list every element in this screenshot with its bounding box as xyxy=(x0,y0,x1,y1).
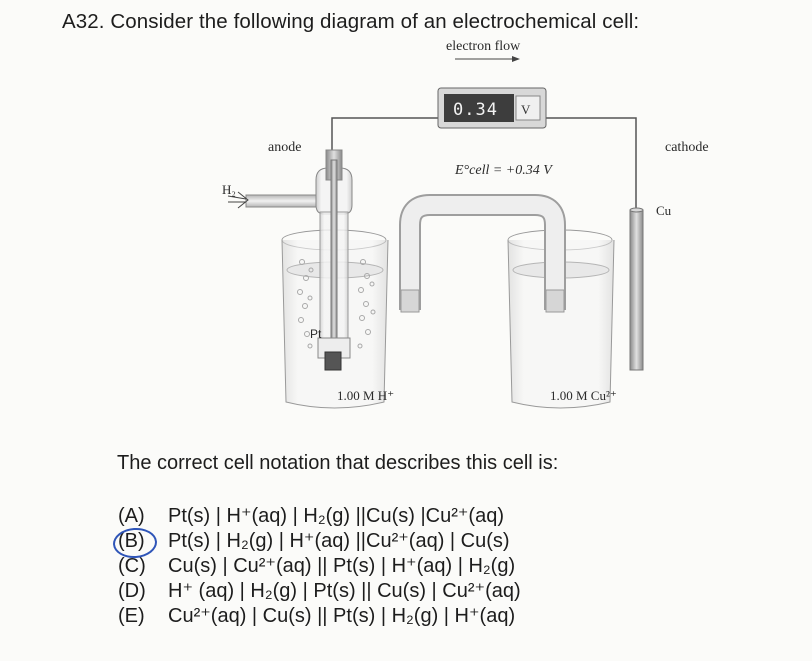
choice-c[interactable]: (C) Cu(s) | Cu²⁺(aq) || Pt(s) | H⁺(aq) | … xyxy=(118,553,515,579)
hydrogen-bubbles xyxy=(297,259,376,349)
h2-inlet-arrow xyxy=(227,191,249,209)
voltmeter xyxy=(437,87,547,129)
right-solution-label: 1.00 M Cu²⁺ xyxy=(550,388,617,403)
wire-right xyxy=(543,117,637,210)
choice-e[interactable]: (E) Cu²⁺(aq) | Cu(s) || Pt(s) | H₂(g) | H… xyxy=(118,603,515,629)
voltmeter-unit: V xyxy=(521,102,531,117)
choice-letter: (C) xyxy=(118,555,146,577)
cathode-label: cathode xyxy=(665,140,709,155)
pt-label: Pt xyxy=(310,327,322,341)
choice-letter: (D) xyxy=(118,580,146,602)
choice-d[interactable]: (D) H⁺ (aq) | H₂(g) | Pt(s) || Cu(s) | Cu… xyxy=(118,578,521,604)
wire-left xyxy=(331,117,440,160)
choice-text: Pt(s) | H⁺(aq) | H₂(g) ||Cu(s) |Cu²⁺(aq) xyxy=(168,505,504,527)
cu-label: Cu xyxy=(656,203,672,218)
choice-text: Cu²⁺(aq) | Cu(s) || Pt(s) | H₂(g) | H⁺(a… xyxy=(168,605,516,627)
anode-label: anode xyxy=(268,140,302,155)
electron-flow-label: electron flow xyxy=(446,39,521,54)
question-title: A32. Consider the following diagram of a… xyxy=(62,10,640,33)
choice-text: H⁺ (aq) | H₂(g) | Pt(s) || Cu(s) | Cu²⁺(… xyxy=(168,580,521,602)
choice-text: Cu(s) | Cu²⁺(aq) || Pt(s) | H⁺(aq) | H₂(… xyxy=(168,555,516,577)
ecell-label: E°cell = +0.34 V xyxy=(455,163,552,178)
choice-letter: (E) xyxy=(118,605,145,627)
salt-bridge xyxy=(399,194,566,313)
h2-label: H₂ xyxy=(222,182,236,197)
prompt-text: The correct cell notation that describes… xyxy=(117,452,559,474)
choice-a[interactable]: (A) Pt(s) | H⁺(aq) | H₂(g) ||Cu(s) |Cu²⁺(… xyxy=(118,503,504,529)
voltmeter-reading: 0.34 xyxy=(453,100,498,120)
copper-electrode xyxy=(629,207,644,371)
choice-b[interactable]: (B) Pt(s) | H₂(g) | H⁺(aq) ||Cu²⁺(aq) | C… xyxy=(118,528,510,554)
hydrogen-electrode xyxy=(245,149,353,371)
left-solution-label: 1.00 M H⁺ xyxy=(337,388,395,403)
choice-letter: (B) xyxy=(118,530,145,552)
choice-text: Pt(s) | H₂(g) | H⁺(aq) ||Cu²⁺(aq) | Cu(s… xyxy=(168,530,510,552)
choice-letter: (A) xyxy=(118,505,145,527)
